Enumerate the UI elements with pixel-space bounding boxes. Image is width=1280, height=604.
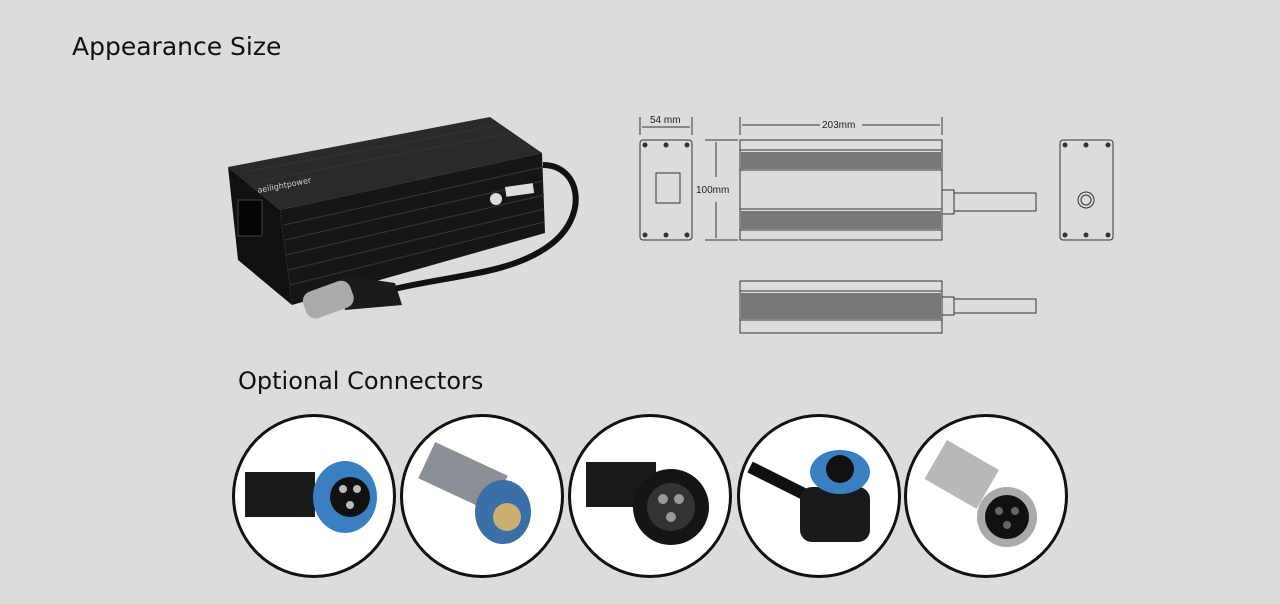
depth-dimension: 54 mm xyxy=(650,115,681,126)
charger-photo: aeilightpower xyxy=(228,117,579,319)
connector-option-4[interactable] xyxy=(737,414,901,578)
length-dimension: 203mm xyxy=(822,120,855,131)
appearance-size-heading: Appearance Size xyxy=(72,32,282,61)
connector-option-1[interactable] xyxy=(232,414,396,578)
connector-option-3[interactable] xyxy=(568,414,732,578)
connector-option-5[interactable] xyxy=(904,414,1068,578)
connector-option-2[interactable] xyxy=(400,414,564,578)
optional-connectors-heading: Optional Connectors xyxy=(238,367,484,395)
width-dimension: 100mm xyxy=(696,185,729,196)
dimension-drawing: 54 mm 203mm 100mm xyxy=(639,115,1114,334)
